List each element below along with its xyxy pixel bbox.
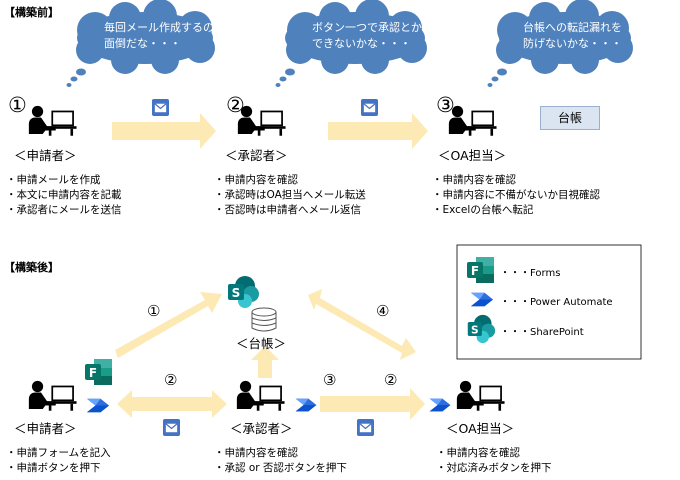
- mail-icon: [361, 99, 378, 116]
- role-applicant: ＜申請者＞: [14, 148, 77, 163]
- legend-power-automate-label: ・・・Power Automate: [500, 297, 613, 308]
- oa-after-bullets: ・申請内容を確認 ・対応済みボタンを押下: [436, 447, 552, 474]
- ledger-box: 台帳: [540, 106, 600, 130]
- database-icon: [251, 307, 277, 332]
- cloud-1-text: 毎回メール作成するの面倒だな・・・: [104, 21, 214, 50]
- person-applicant-after-icon: [28, 380, 77, 411]
- applicant-after-bullets: ・申請フォームを記入 ・申請ボタンを押下: [6, 447, 111, 474]
- person-oa-after-icon: [456, 380, 505, 411]
- arrow-label-4: ④: [376, 302, 390, 320]
- arrow-before-1: [112, 113, 216, 149]
- thought-cloud-3: [487, 0, 633, 87]
- cloud-2-text: ボタン一つで承認とかできないかな・・・: [312, 21, 422, 50]
- arrow-after-up-to-ledger: [251, 346, 279, 378]
- arrow-label-2: ②: [164, 371, 178, 389]
- cloud-3-text: 台帳への転記漏れを防げないかな・・・: [523, 21, 622, 50]
- after-section-label: 【構築後】: [4, 261, 59, 274]
- legend-sharepoint-label: ・・・SharePoint: [500, 327, 584, 338]
- person-oa-before-icon: [448, 105, 497, 136]
- arrow-label-3: ③: [323, 371, 337, 389]
- mail-icon: [357, 419, 374, 436]
- arrow-after-3-to-oa: [320, 388, 425, 420]
- thought-cloud-1: [66, 0, 215, 87]
- person-approver-before-icon: [237, 105, 286, 136]
- applicant-before-bullets: ・申請メールを作成 ・本文に申請内容を記載 ・承認者にメールを送信: [6, 174, 122, 216]
- role-approver-after: ＜承認者＞: [230, 421, 293, 436]
- mail-icon: [163, 419, 180, 436]
- person-approver-after-icon: [236, 380, 285, 411]
- arrow-after-2-bidirectional: [117, 390, 227, 418]
- person-applicant-before-icon: [28, 105, 77, 136]
- sharepoint-icon: [228, 276, 259, 308]
- arrow-after-1-to-sharepoint: [115, 292, 222, 358]
- before-section-label: 【構築前】: [4, 6, 59, 19]
- oa-before-bullets: ・申請内容を確認 ・申請内容に不備がないか目視確認 ・Excelの台帳へ転記: [432, 174, 600, 216]
- role-oa-after: ＜OA担当＞: [446, 421, 515, 436]
- approver-before-bullets: ・申請内容を確認 ・承認時はOA担当へメール転送 ・否認時は申請者へメール返信: [214, 174, 366, 216]
- role-applicant-after: ＜申請者＞: [14, 421, 77, 436]
- power-automate-icon: [295, 398, 317, 412]
- power-automate-icon: [429, 398, 451, 412]
- arrow-before-2: [328, 113, 428, 149]
- arrow-label-1: ①: [147, 302, 161, 320]
- power-automate-icon: [86, 398, 110, 413]
- arrow-label-2b: ②: [384, 371, 398, 389]
- step-number-3: ③: [436, 93, 455, 117]
- forms-icon: [85, 359, 112, 385]
- thought-cloud-2: [275, 0, 427, 87]
- step-number-2: ②: [226, 93, 245, 117]
- role-approver: ＜承認者＞: [225, 148, 288, 163]
- step-number-1: ①: [8, 93, 27, 117]
- mail-icon: [152, 99, 169, 116]
- role-oa: ＜OA担当＞: [438, 148, 507, 163]
- arrow-after-4-bidirectional: [308, 289, 416, 360]
- ledger-label: ＜台帳＞: [236, 336, 287, 351]
- legend-forms-label: ・・・Forms: [500, 268, 561, 279]
- approver-after-bullets: ・申請内容を確認 ・承認 or 否認ボタンを押下: [214, 447, 347, 474]
